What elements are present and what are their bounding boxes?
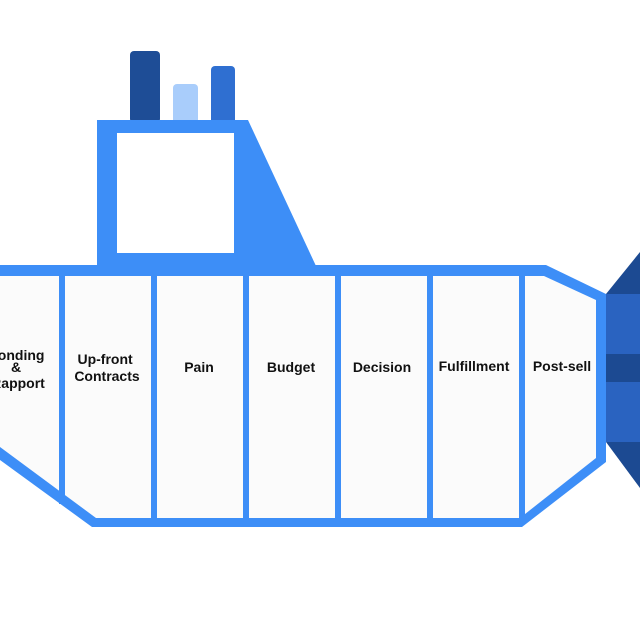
compartment-label-decision: Decision [353,359,411,375]
compartment-label-post-sell: Post-sell [533,358,591,374]
propeller [606,252,640,488]
compartment-label-pain: Pain [184,359,214,375]
pipe-dark [130,51,160,123]
pipe-mid [211,66,235,124]
compartment-label-budget: Budget [267,359,316,375]
pipe-light [173,84,198,124]
compartment-labels: Bonding & Rapport Up-front Contracts Pai… [0,347,591,391]
tower-window [117,133,234,253]
compartment-label-bonding: Bonding & Rapport [0,347,48,391]
compartment-label-upfront-contracts: Up-front Contracts [74,351,140,384]
hull-interior [0,276,596,518]
compartment-label-fulfillment: Fulfillment [439,358,510,374]
compartment-dividers [59,272,525,524]
